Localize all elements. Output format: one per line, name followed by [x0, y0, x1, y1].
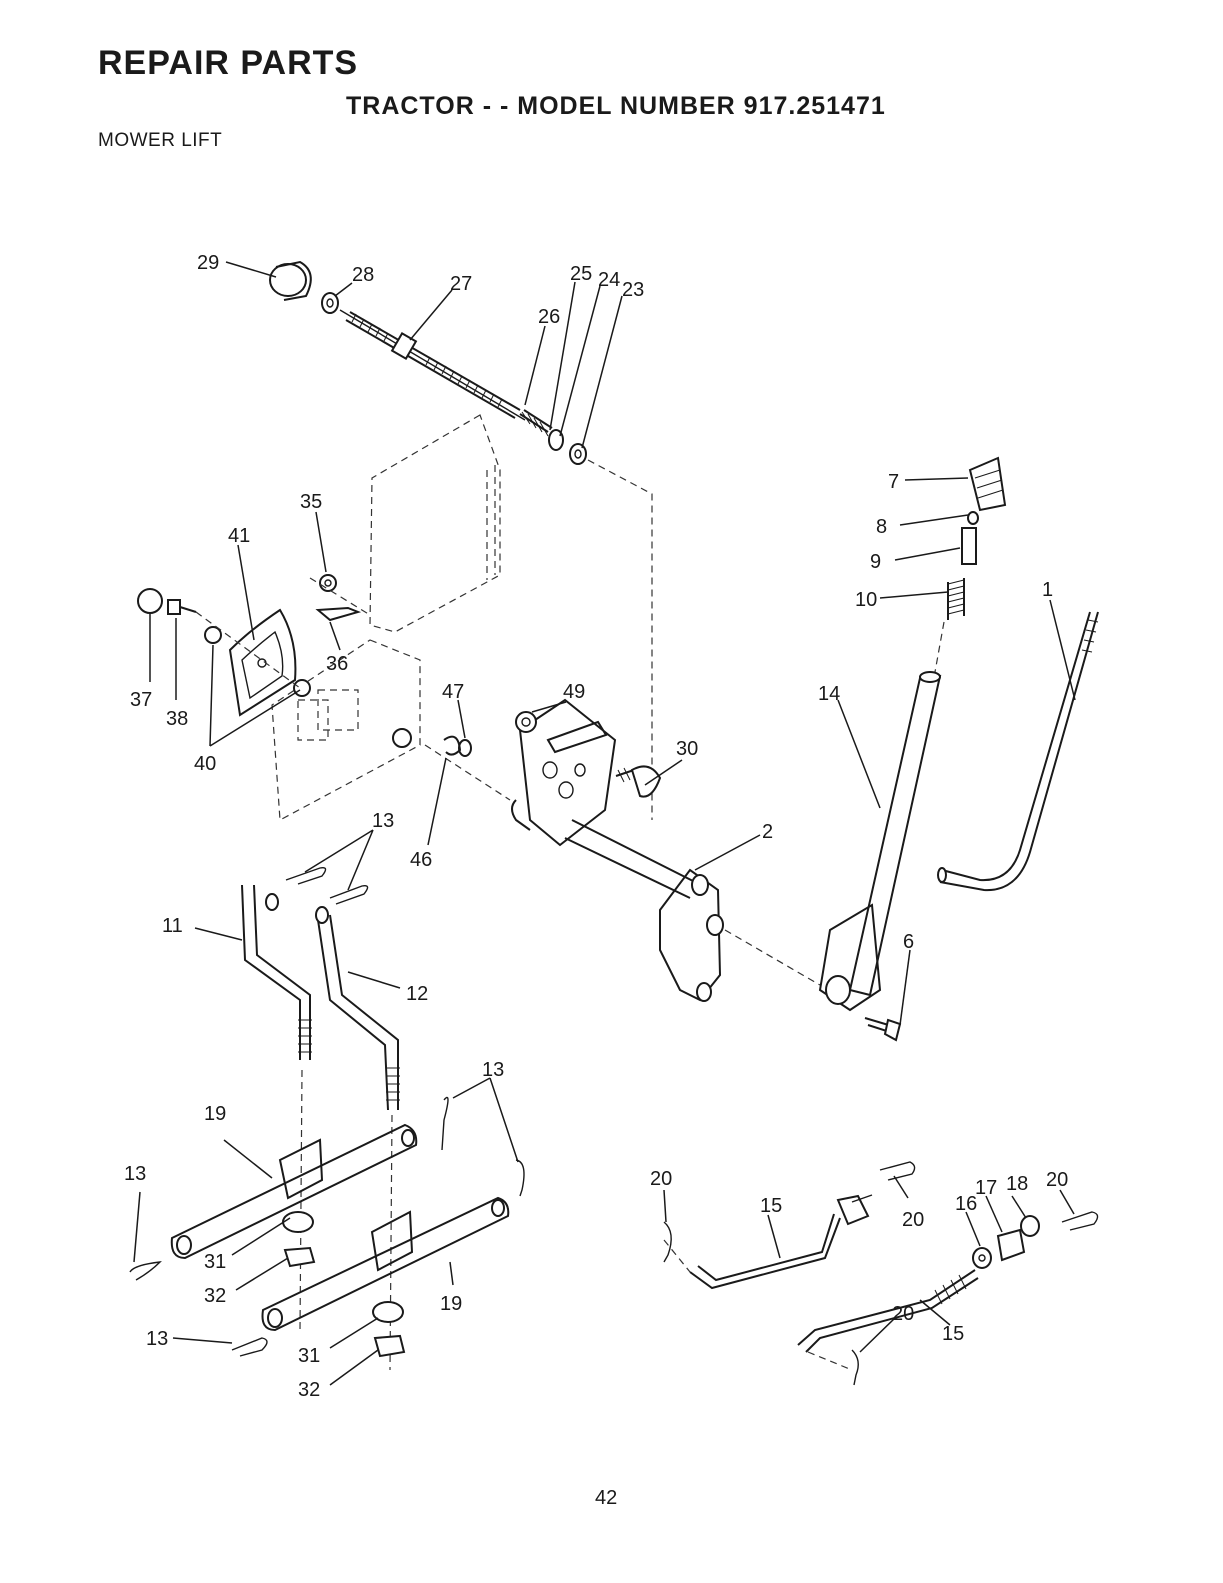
hairpin-part-20	[664, 1162, 1098, 1385]
callout-27: 27	[450, 273, 472, 295]
callout-24: 24	[598, 269, 620, 291]
hairpin-part-13	[130, 868, 524, 1356]
rod-part-1	[938, 612, 1098, 890]
callout-labels: 29 28 27 26 25 24 23 7 8 9 10 1 35 41 36…	[124, 252, 1068, 1401]
callout-2: 2	[762, 821, 773, 843]
shaft-bushing	[393, 729, 411, 747]
callout-23: 23	[622, 279, 644, 301]
callout-28: 28	[352, 264, 374, 286]
spring-part-25	[520, 410, 552, 436]
callout-38: 38	[166, 708, 188, 730]
callout-41: 41	[228, 525, 250, 547]
callout-18: 18	[1006, 1173, 1028, 1195]
bolt-part-6	[865, 1018, 900, 1040]
block-part-17	[998, 1230, 1024, 1260]
callout-13b: 13	[482, 1059, 504, 1081]
washer-part-49	[516, 712, 536, 732]
spring-part-10	[948, 578, 964, 620]
callout-13c: 13	[124, 1163, 146, 1185]
callout-20c: 20	[1046, 1169, 1068, 1191]
callout-11: 11	[162, 915, 183, 937]
clip-part-46	[444, 737, 460, 755]
fender-panel-outline	[272, 415, 500, 820]
callout-47: 47	[442, 681, 464, 703]
bolt-part-38	[168, 600, 196, 614]
callout-46: 46	[410, 849, 432, 871]
rod-part-9	[962, 528, 976, 564]
callout-32b: 32	[298, 1379, 320, 1401]
callout-14: 14	[818, 683, 840, 705]
callout-1: 1	[1042, 579, 1053, 601]
callout-30: 30	[676, 738, 698, 760]
callout-12: 12	[406, 983, 428, 1005]
callout-7: 7	[888, 471, 899, 493]
spacer-part-35	[320, 575, 336, 591]
callout-15b: 15	[942, 1323, 964, 1345]
clip-part-36	[318, 608, 358, 620]
callout-26: 26	[538, 306, 560, 328]
button-part-8	[968, 512, 978, 524]
callout-19a: 19	[204, 1103, 226, 1125]
callout-8: 8	[876, 516, 887, 538]
callout-49: 49	[563, 681, 585, 703]
nut-part-18	[1021, 1216, 1039, 1236]
callout-32a: 32	[204, 1285, 226, 1307]
clip-part-47	[459, 740, 471, 756]
callout-25: 25	[570, 263, 592, 285]
callout-36: 36	[326, 653, 348, 675]
callout-13a: 13	[372, 810, 394, 832]
callout-31a: 31	[204, 1251, 226, 1273]
nut-part-23	[570, 444, 586, 464]
callout-10: 10	[855, 589, 877, 611]
lift-handle-part-14	[820, 672, 940, 1010]
callout-6: 6	[903, 931, 914, 953]
callout-29: 29	[197, 252, 219, 274]
knob-part-29	[270, 262, 311, 300]
callout-20b: 20	[902, 1209, 924, 1231]
pin-part-37	[138, 589, 162, 613]
callout-15a: 15	[760, 1195, 782, 1217]
link-part-12	[316, 907, 400, 1110]
callout-19b: 19	[440, 1293, 462, 1315]
page-number: 42	[595, 1487, 617, 1510]
leader-lines	[134, 262, 1075, 1385]
link-part-11	[242, 885, 312, 1060]
threaded-rod-part-27	[340, 310, 525, 420]
callout-16: 16	[955, 1193, 977, 1215]
callout-31b: 31	[298, 1345, 320, 1367]
callout-37: 37	[130, 689, 152, 711]
clevis-part-30	[616, 766, 660, 796]
callout-17: 17	[975, 1177, 997, 1199]
callout-40: 40	[194, 753, 216, 775]
callout-9: 9	[870, 551, 881, 573]
callout-20d: 20	[892, 1303, 914, 1325]
washer-part-16	[973, 1248, 991, 1268]
callout-13d: 13	[146, 1328, 168, 1350]
callout-20a: 20	[650, 1168, 672, 1190]
grip-part-7	[970, 458, 1005, 510]
callout-35: 35	[300, 491, 322, 513]
link-rod-part-15	[690, 1195, 978, 1352]
